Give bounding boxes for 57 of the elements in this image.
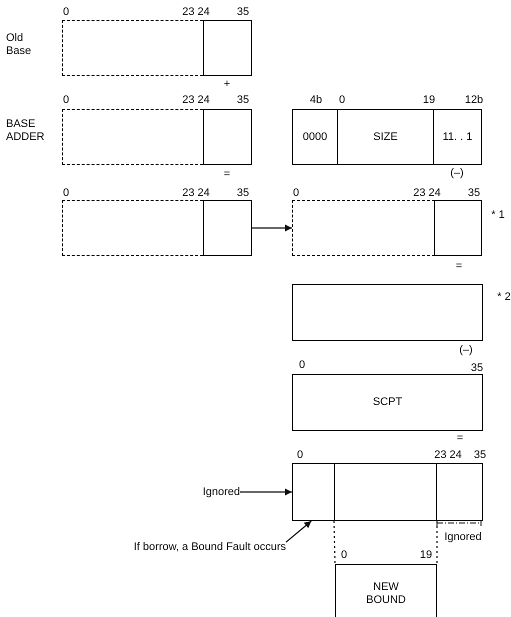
register-field — [203, 20, 252, 76]
register-field — [292, 284, 483, 341]
arrow — [240, 488, 292, 496]
dashed-register-field — [62, 109, 203, 165]
note-text: If borrow, a Bound Fault occurs — [134, 539, 286, 555]
bit-number: 0 — [340, 549, 348, 561]
dashed-register-field — [62, 20, 203, 76]
dashed-register-field — [62, 200, 203, 256]
register-field — [334, 463, 437, 521]
bit-number: 0 — [296, 449, 304, 461]
operator-label: (–) — [450, 167, 464, 179]
register-field: 0000 — [292, 109, 338, 165]
bit-number: 12b — [464, 94, 484, 106]
operator-label: = — [456, 432, 464, 444]
operator-label: Ignored — [444, 531, 482, 543]
bit-number: 35 — [236, 94, 250, 106]
bit-number: 23 24 — [182, 6, 210, 18]
register-field: NEW BOUND — [335, 564, 437, 617]
bit-number: 35 — [468, 187, 480, 199]
register-name: Old Base — [6, 32, 32, 58]
register-field — [203, 200, 252, 256]
callout-text: Ignored — [202, 484, 240, 500]
bit-number: 23 24 — [182, 94, 210, 106]
dotted-line — [333, 520, 336, 564]
register-field — [203, 109, 252, 165]
bit-number: 0 — [62, 94, 70, 106]
register-field: 11. . 1 — [433, 109, 482, 165]
operator-label: + — [224, 78, 230, 90]
bit-number: 0 — [338, 94, 346, 106]
bit-number: 4b — [310, 94, 322, 106]
bit-number: 35 — [470, 362, 484, 374]
operator-label: * 1 — [491, 209, 505, 221]
register-field — [434, 200, 482, 256]
dashed-register-field — [292, 200, 435, 256]
register-field — [436, 463, 483, 521]
operator-label: * 2 — [497, 291, 511, 303]
register-field: SIZE — [337, 109, 434, 165]
bit-number: 0 — [62, 6, 70, 18]
arrow — [252, 224, 292, 232]
bit-number: 23 24 — [413, 187, 441, 199]
operator-label: = — [456, 260, 462, 272]
bit-number: 35 — [236, 187, 250, 199]
bit-number: 0 — [62, 187, 70, 199]
bit-number: 19 — [422, 94, 436, 106]
operator-label: = — [224, 168, 230, 180]
bit-number: 35 — [474, 449, 486, 461]
operator-label: (–) — [459, 344, 473, 356]
arrow — [286, 520, 312, 543]
bit-number: 0 — [292, 187, 300, 199]
bit-number: 0 — [298, 359, 306, 371]
register-field: SCPT — [292, 374, 483, 431]
bit-number: 23 24 — [434, 449, 462, 461]
bit-number: 35 — [236, 6, 250, 18]
bit-number: 19 — [420, 549, 432, 561]
register-field — [292, 463, 335, 521]
bit-number: 23 24 — [182, 187, 210, 199]
register-name: BASE ADDER — [6, 118, 46, 144]
